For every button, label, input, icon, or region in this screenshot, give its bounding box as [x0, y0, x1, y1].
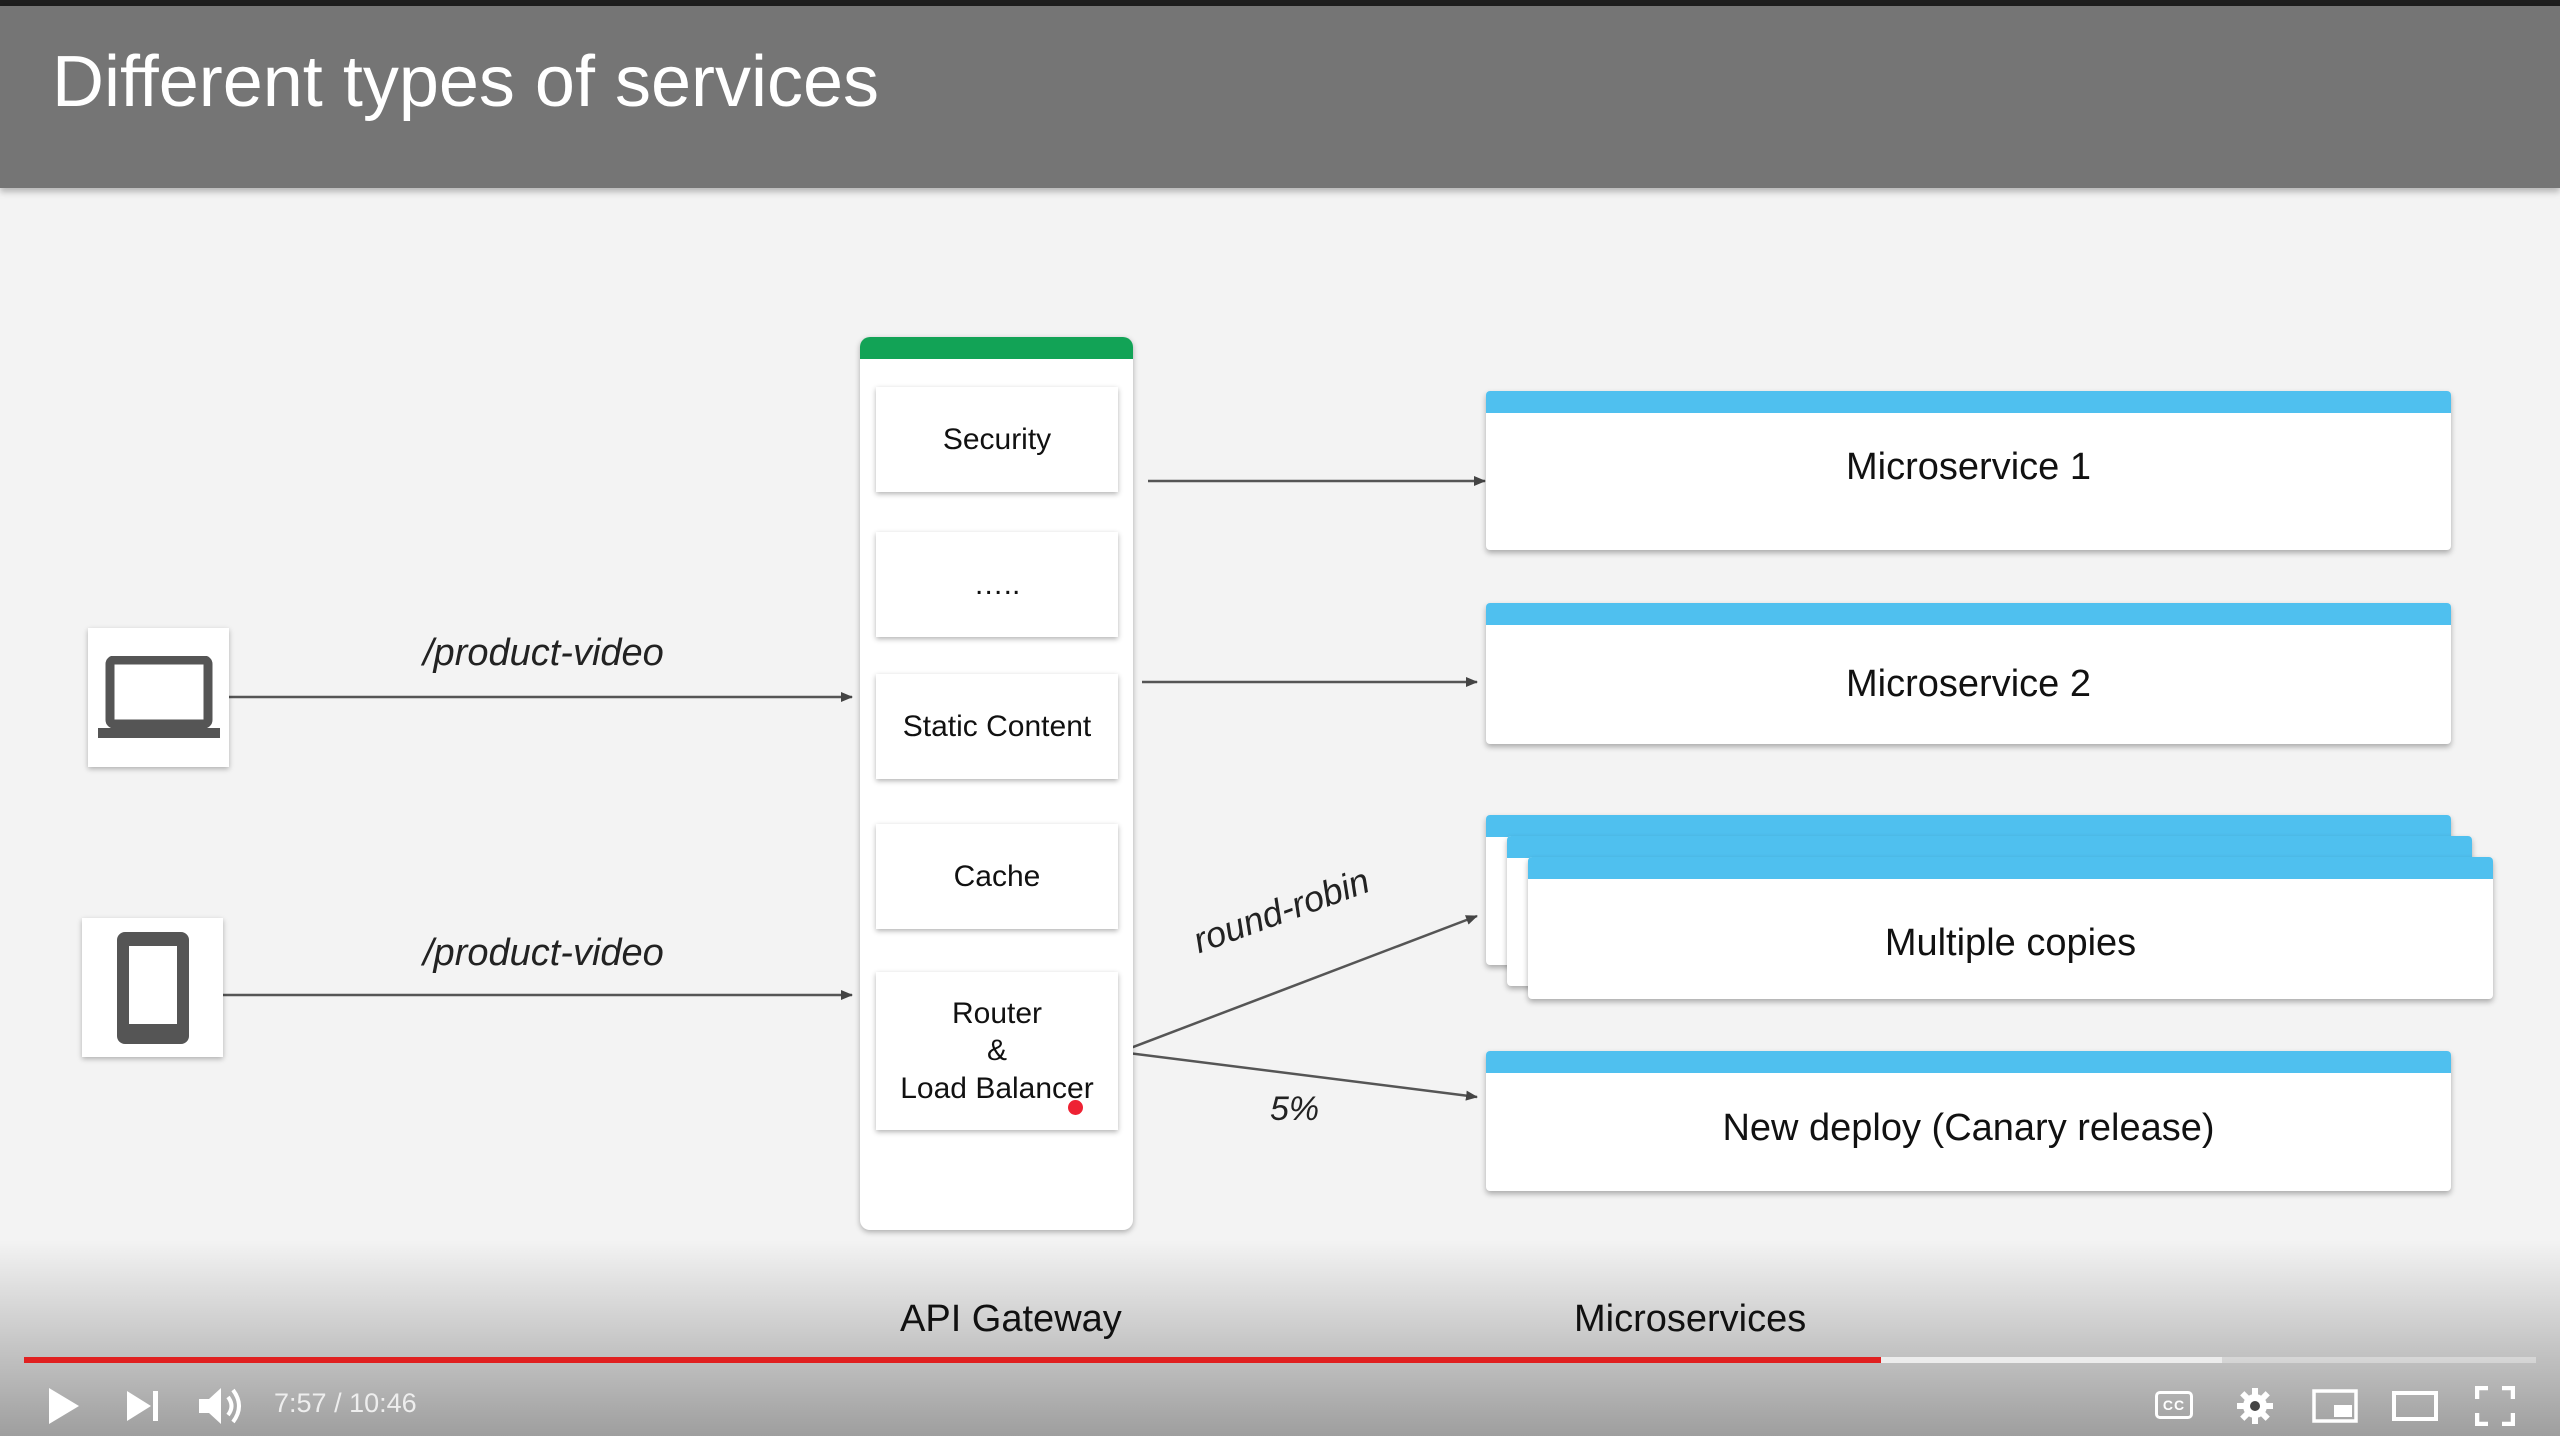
fullscreen-icon	[2475, 1386, 2515, 1426]
arrow-canary	[1119, 1050, 1478, 1101]
captions-icon: CC	[2155, 1391, 2193, 1419]
miniplayer-icon	[2312, 1389, 2358, 1423]
top-edge-bar	[0, 0, 2560, 6]
microservice-box: Microservice 1	[1486, 391, 2451, 550]
microservice-accent-bar	[1486, 391, 2451, 413]
microservice-box: Microservice 2	[1486, 603, 2451, 744]
play-icon	[49, 1388, 79, 1424]
settings-icon	[2237, 1388, 2273, 1424]
tablet-icon	[116, 931, 189, 1044]
current-time: 7:57	[274, 1388, 327, 1418]
microservice-label: Microservice 1	[1846, 446, 2091, 488]
volume-icon	[199, 1388, 241, 1424]
progress-bar[interactable]	[24, 1357, 2536, 1363]
client-path-label: /product-video	[423, 932, 664, 974]
microservice-accent-bar	[1528, 857, 2493, 879]
time-display: 7:57 / 10:46	[274, 1388, 417, 1419]
gateway-section-label: API Gateway	[900, 1298, 1122, 1340]
next-icon	[127, 1391, 158, 1421]
progress-played	[24, 1357, 1881, 1363]
microservices-section-label: Microservices	[1574, 1298, 1807, 1340]
miniplayer-button[interactable]	[2310, 1386, 2360, 1426]
captions-button[interactable]: CC	[2152, 1386, 2196, 1424]
microservice-label: Multiple copies	[1884, 922, 2137, 964]
gateway-item-cache: Cache	[876, 824, 1118, 929]
microservice-accent-bar	[1486, 603, 2451, 625]
slide-title: Different types of services	[52, 42, 880, 122]
duration: 10:46	[349, 1388, 417, 1418]
time-separator: /	[326, 1388, 350, 1418]
fullscreen-button[interactable]	[2472, 1384, 2518, 1428]
gateway-item-ellipsis: …..	[876, 532, 1118, 637]
play-button[interactable]	[40, 1383, 86, 1429]
laptop-client	[88, 628, 229, 767]
player-controls-gradient	[0, 1240, 2560, 1436]
gateway-item-static-content: Static Content	[876, 674, 1118, 779]
gateway-item-router-load-balancer: Router & Load Balancer	[876, 972, 1118, 1130]
microservice-accent-bar	[1486, 1051, 2451, 1073]
theater-mode-icon	[2392, 1391, 2438, 1421]
volume-button[interactable]	[194, 1380, 250, 1432]
microservice-box: Multiple copies	[1528, 857, 2493, 999]
canary-percent-label: 5%	[1270, 1090, 1320, 1128]
slide-header	[0, 6, 2560, 188]
api-gateway-panel: Security ….. Static Content Cache Router…	[860, 337, 1133, 1230]
microservice-box: New deploy (Canary release)	[1486, 1051, 2451, 1191]
gateway-item-security: Security	[876, 387, 1118, 492]
microservice-label: Microservice 2	[1846, 663, 2091, 705]
next-button[interactable]	[120, 1383, 166, 1429]
settings-button[interactable]	[2232, 1383, 2278, 1429]
theater-mode-button[interactable]	[2390, 1388, 2440, 1424]
laptop-icon	[97, 655, 220, 738]
pointer-dot	[1068, 1100, 1083, 1115]
tablet-client	[82, 918, 223, 1057]
microservice-label: New deploy (Canary release)	[1722, 1107, 2215, 1149]
arrow-round-robin	[1119, 914, 1478, 1054]
client-path-label: /product-video	[423, 632, 664, 674]
gateway-accent-bar	[860, 337, 1133, 359]
